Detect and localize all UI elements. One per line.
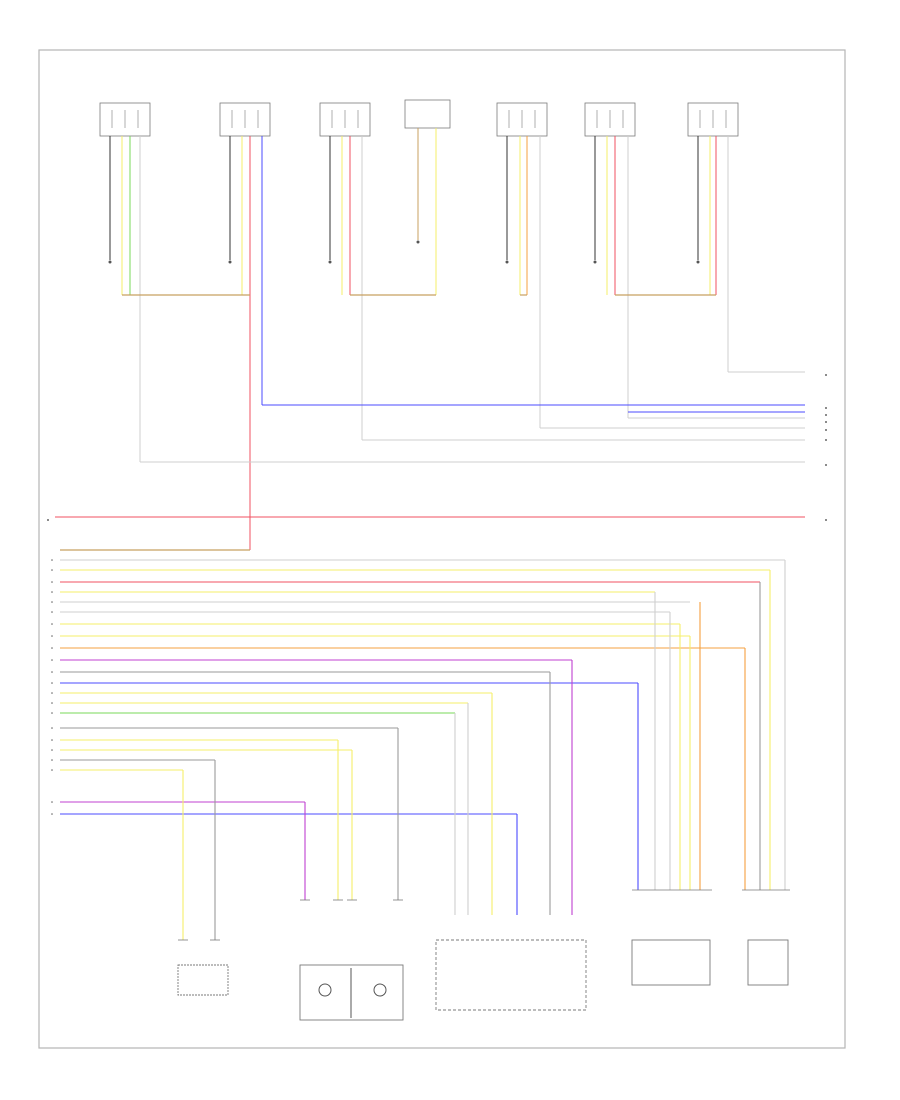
right-connector-pins [825, 374, 827, 521]
top-sensor-4 [404, 99, 451, 129]
top-components [99, 99, 739, 137]
top-stub-wires [109, 128, 729, 550]
ground-points [108, 240, 700, 264]
diagram-frame [38, 49, 846, 1049]
right-bus-wires [55, 371, 805, 518]
bottom-sensor-5 [747, 939, 789, 986]
vertical-drop-wires [182, 560, 786, 940]
bottom-components [177, 939, 789, 1021]
connector-ticks [178, 889, 790, 941]
left-connector-pins [47, 519, 53, 815]
pump-motor-symbols [318, 968, 387, 1018]
bottom-switch-1 [177, 964, 229, 996]
left-harness-wires [60, 559, 785, 815]
bottom-module-3 [435, 939, 587, 1011]
top-sensor-internals [111, 110, 727, 128]
bottom-sensor-4 [631, 939, 711, 986]
